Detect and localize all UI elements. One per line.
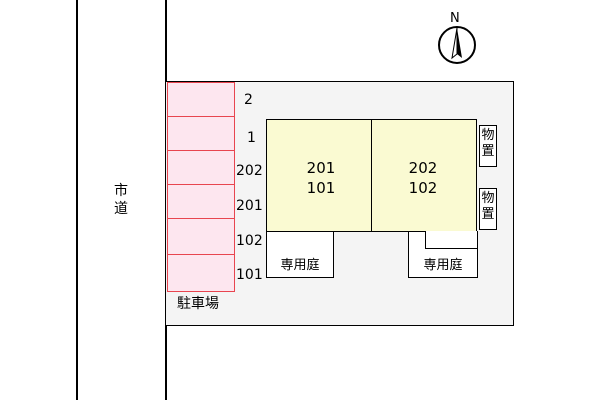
unit-left-label: 201 101: [296, 158, 346, 198]
storage-char: 物: [481, 191, 495, 206]
unit-right-label: 202 102: [398, 158, 448, 198]
garden-right-notch: [425, 231, 478, 249]
parking-slot-2: [167, 82, 235, 118]
road-left-edge: [76, 0, 78, 400]
road-label-char-1: 市: [114, 183, 128, 199]
parking-label: 駐車場: [177, 296, 219, 312]
slot-number: 1: [247, 130, 256, 146]
slot-number: 2: [244, 92, 253, 108]
unit-number-upper: 202: [408, 159, 438, 177]
garden-left-label: 専用庭: [280, 258, 320, 273]
slot-number: 202: [236, 163, 263, 179]
road-label-char-2: 道: [114, 201, 128, 217]
storage-char: 物: [481, 128, 495, 143]
slot-number: 201: [236, 198, 263, 214]
compass-icon: [438, 26, 476, 64]
slot-number: 101: [236, 267, 263, 283]
compass-label: N: [450, 11, 460, 26]
parking-slot-201: [167, 184, 235, 220]
storage-char: 置: [481, 144, 495, 159]
storage-char: 置: [481, 207, 495, 222]
garden-left: [266, 231, 334, 278]
garden-right-label: 専用庭: [423, 258, 463, 273]
unit-number-lower: 101: [306, 179, 336, 197]
road-label: 市 道: [111, 182, 131, 218]
unit-left: [266, 119, 372, 232]
storage-shed-lower: 物 置: [479, 188, 497, 230]
unit-number-lower: 102: [408, 179, 438, 197]
slot-number: 102: [236, 233, 263, 249]
parking-slot-102: [167, 218, 235, 256]
parking-slot-101: [167, 254, 235, 292]
unit-right: [371, 119, 477, 232]
parking-slot-202: [167, 150, 235, 186]
unit-number-upper: 201: [306, 159, 336, 177]
parking-slot-1: [167, 116, 235, 152]
storage-shed-upper: 物 置: [479, 125, 497, 167]
